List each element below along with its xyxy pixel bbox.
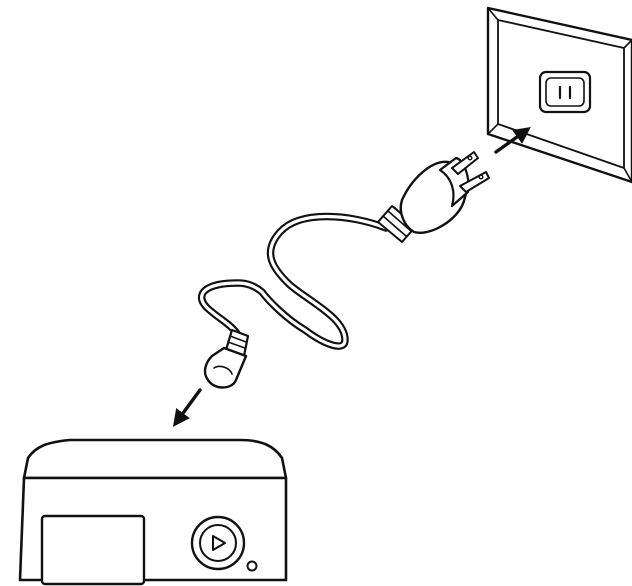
outlet-receptacle	[538, 70, 592, 114]
play-icon	[212, 535, 226, 551]
arrow-to-device-icon	[172, 388, 202, 427]
us-plug-icon	[377, 151, 490, 243]
audio-device-icon	[18, 438, 290, 586]
device-display	[40, 514, 146, 586]
iec-c7-connector-icon	[203, 328, 250, 389]
arrow-to-outlet-icon	[494, 127, 531, 154]
device-indicator-light	[246, 560, 258, 572]
volume-knob-icon	[190, 515, 246, 571]
power-cord-icon	[198, 212, 390, 350]
wall-outlet-icon	[486, 6, 632, 184]
plug-prongs	[451, 151, 490, 193]
